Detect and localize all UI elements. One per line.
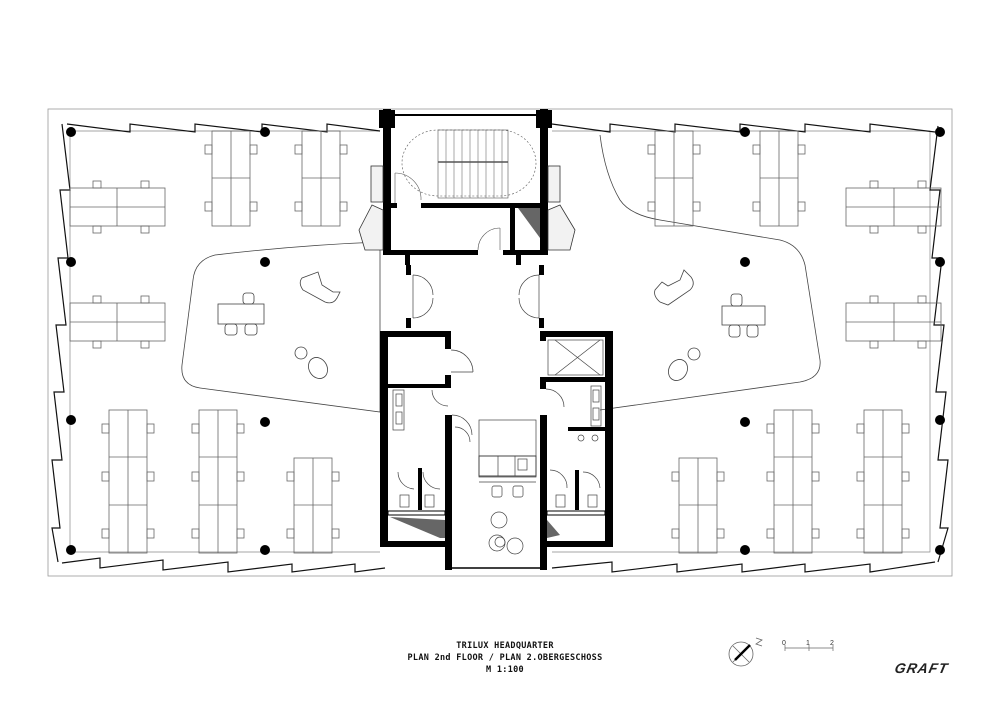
scale-label-2: 2 (830, 640, 834, 647)
lounge-furniture-east (654, 269, 766, 381)
columns (66, 127, 945, 555)
drawing-scale: M 1:100 (486, 665, 524, 675)
scale-label-1: 1 (806, 640, 810, 647)
facade-bottom (61, 557, 936, 573)
facade-top (66, 123, 936, 133)
drawing-title: TRILUX HEADQUARTER (456, 641, 554, 651)
lounge-zone-west (181, 241, 381, 413)
title-block: TRILUX HEADQUARTER PLAN 2nd FLOOR / PLAN… (380, 640, 630, 676)
floor-edge-west (69, 130, 380, 553)
lounge-furniture-west (217, 271, 341, 379)
scale-bar (784, 645, 834, 651)
desks-east-bottom (671, 409, 910, 554)
desks-west-bottom (101, 409, 340, 554)
scale-label-0: 0 (782, 640, 786, 647)
restrooms-east (540, 331, 613, 570)
slab-outline (47, 108, 953, 577)
lounge-zone-east (599, 134, 821, 411)
drawing-subtitle: PLAN 2nd FLOOR / PLAN 2.OBERGESCHOSS (407, 653, 603, 663)
facade-left (51, 123, 71, 563)
stairwell (379, 109, 552, 265)
desks-east-top (647, 130, 942, 349)
facade-right (929, 125, 949, 563)
shafts (358, 165, 576, 251)
north-arrow-icon (728, 637, 763, 667)
kitchenette (452, 419, 540, 569)
desks-west-top (69, 130, 348, 349)
restrooms-west (380, 331, 474, 570)
graft-logo: GRAFT (893, 660, 950, 676)
lobby-doors (406, 265, 544, 328)
